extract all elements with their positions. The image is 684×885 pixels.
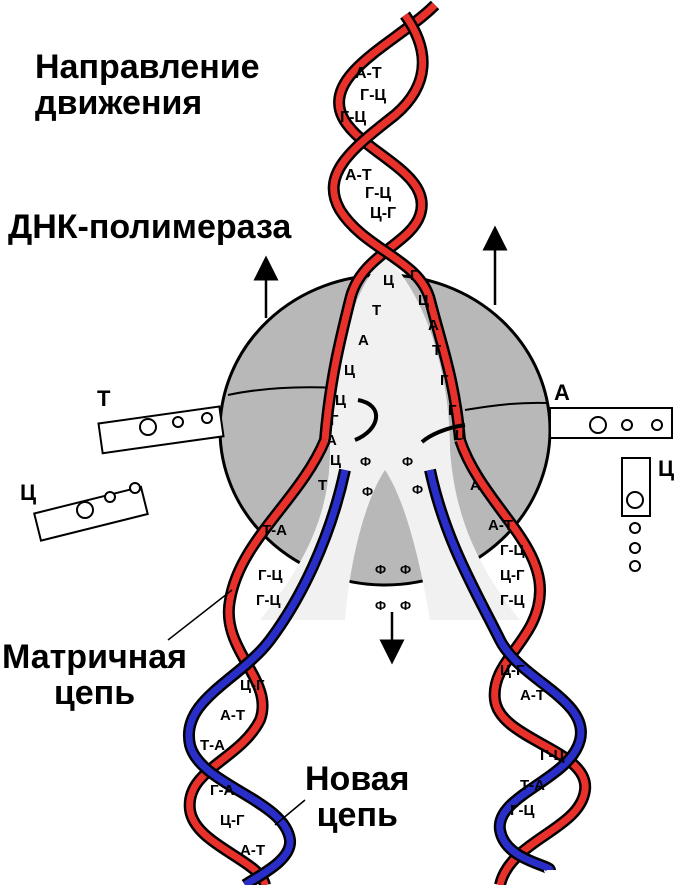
hook-left	[354, 398, 379, 442]
fork-right-base: Г	[410, 267, 419, 284]
nucleotide-left-top	[97, 405, 225, 455]
fork-left-base: Г	[330, 412, 339, 429]
new-strand-line2: цепь	[316, 795, 398, 834]
disc-line-left	[227, 386, 336, 396]
lower-right-bp: Г-Ц	[540, 747, 564, 764]
fork-left-base: Ц	[344, 362, 355, 379]
enzyme-phosphate: Ф	[375, 562, 386, 577]
enzyme-phosphate: Ф	[362, 484, 373, 499]
nucleotide-left-bottom-label: Ц	[20, 480, 37, 505]
lower-left-bp: Ц-Г	[220, 812, 245, 829]
release-phosphate: Ф	[400, 598, 411, 613]
lower-right-bp: Т-А	[520, 777, 545, 794]
polymerase-label: ДНК-полимераза	[8, 208, 292, 246]
fork-left-base: Ц	[383, 272, 394, 289]
lower-right-bp: Г-Ц	[500, 592, 524, 609]
direction-label-line2: движения	[35, 83, 203, 122]
lower-right-bp: Г-Ц	[510, 802, 534, 819]
nucleotide-right-top-label: А	[554, 380, 570, 405]
bp-top-5: Ц-Г	[370, 205, 396, 222]
new-strand-leader-line	[274, 799, 306, 826]
lower-left-bp: Т-А	[200, 737, 225, 754]
nucleotide-right-bottom-label: Ц	[658, 456, 675, 481]
lower-left-helix: Т-А Г-Ц Г-Ц Ц-Г А-Т Т-А Г-А Ц-Г А-Т	[182, 437, 351, 885]
lower-right-bp: А-Т	[520, 687, 545, 704]
lower-right-helix: А-Т Г-Ц Ц-Г Г-Ц Ц-Г А-Т Г-Ц Т-А Г-Ц	[424, 438, 592, 885]
fork-right-base: Ц	[418, 292, 429, 309]
lower-left-bp: Т-А	[262, 522, 287, 539]
disc-line-right	[464, 401, 549, 411]
lower-left-bp: Г-Ц	[258, 567, 282, 584]
bp-top-4: Г-Ц	[365, 185, 391, 202]
fork-right-base: Г	[448, 402, 457, 419]
fork-right-base: А	[428, 317, 439, 334]
enzyme-phosphate: Ф	[360, 454, 371, 469]
nucleotide-left-bottom	[33, 482, 149, 542]
lower-left-bp: Г-Ц	[256, 592, 280, 609]
fork-left-bases: Ц Т А Ц Ц Г А Ц Т	[318, 272, 394, 494]
lower-right-bp: Ц-Г	[500, 567, 525, 584]
enzyme-phosphates: Ф Ф Ф Ф Ф Ф Ф Ф	[360, 454, 423, 613]
new-strand-label: Новая цепь	[305, 760, 410, 834]
template-leader-line	[167, 589, 233, 641]
lower-right-bp: А-Т	[488, 517, 513, 534]
hook-right	[420, 423, 466, 444]
fork-left-base: Ц	[335, 392, 346, 409]
direction-label-line1: Направление	[35, 48, 260, 86]
lower-left-bp: А-Т	[220, 707, 245, 724]
lower-left-bp: Ц-Г	[240, 677, 265, 694]
enzyme-phosphate: Ф	[400, 562, 411, 577]
fork-right-base: Г	[440, 372, 449, 389]
bp-top-3: А-Т	[345, 167, 372, 184]
nucleotide-right-top	[549, 407, 673, 439]
fork-left-base: Т	[372, 302, 381, 319]
enzyme-phosphate: Ф	[402, 454, 413, 469]
fork-right-base: Ц	[455, 427, 466, 444]
lower-left-bp: Г-А	[210, 782, 234, 799]
template-strand-line2: цепь	[53, 673, 136, 712]
top-helix-strand-b-fill	[330, 12, 464, 441]
bp-top-1: Г-Ц	[360, 87, 386, 104]
fork-left-base: Ц	[330, 452, 341, 469]
fork-right-base: А	[470, 477, 481, 494]
lower-left-bp: А-Т	[240, 842, 265, 859]
lower-right-parent-strand	[456, 438, 589, 885]
nucleotide-right-bottom	[621, 457, 651, 572]
lower-right-bp: Ц-Г	[500, 662, 525, 679]
release-phosphate: Ф	[375, 598, 386, 613]
new-strand-line1: Новая	[305, 760, 410, 798]
template-strand-line1: Матричная	[2, 638, 187, 676]
enzyme-phosphate: Ф	[412, 482, 423, 497]
lower-left-new-strand	[185, 469, 349, 885]
top-helix: А-Т Г-Ц Г-Ц А-Т Г-Ц Ц-Г	[319, 0, 466, 441]
fork-left-base: А	[358, 332, 369, 349]
fork-right-base: Т	[432, 342, 441, 359]
lower-left-parent-strand	[186, 438, 329, 885]
bp-top-2: Г-Ц	[340, 109, 366, 126]
nucleotide-left-top-label: Т	[97, 386, 111, 411]
template-strand-label: Матричная цепь	[2, 638, 187, 712]
fork-left-base: Т	[318, 477, 327, 494]
lower-right-bp: Г-Ц	[500, 542, 524, 559]
top-helix-strand-a-fill	[321, 2, 438, 441]
bp-top-0: А-Т	[355, 65, 382, 82]
lower-right-new-strand	[426, 469, 585, 874]
direction-label: Направление движения	[35, 48, 260, 122]
fork-left-base: А	[326, 432, 337, 449]
